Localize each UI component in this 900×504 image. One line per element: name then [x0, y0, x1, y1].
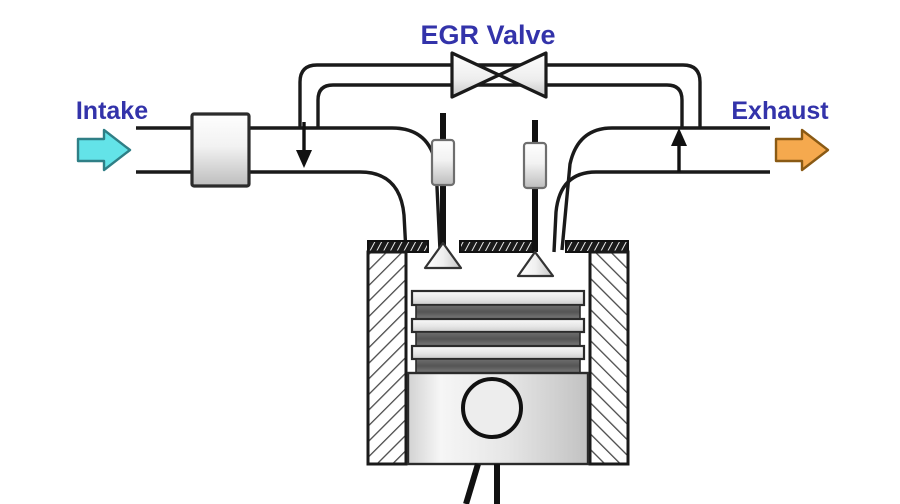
exhaust-label: Exhaust	[731, 97, 829, 125]
egr-recirculation-pipe	[298, 63, 702, 128]
head-gasket-right	[565, 240, 629, 253]
piston-crown	[410, 289, 586, 307]
egr-valve-left-triangle	[450, 51, 501, 99]
exhaust-duct	[552, 126, 770, 253]
piston-ring-3	[415, 358, 581, 374]
egr-pipe-outer-line	[298, 63, 702, 128]
exhaust-valve-head	[516, 250, 555, 278]
egr-up-arrow-head	[671, 128, 687, 146]
exhaust-runner-upper	[560, 126, 682, 251]
head-gasket-left	[367, 240, 429, 253]
intake-valve-head	[423, 241, 463, 270]
intake-flow-arrow	[76, 128, 132, 172]
connecting-rod	[463, 463, 500, 504]
exhaust-poppet-valve[interactable]	[516, 120, 555, 278]
piston-ring-1	[415, 304, 581, 320]
piston-ring-2	[415, 331, 581, 347]
exhaust-flow-arrow	[774, 128, 830, 172]
connecting-rod-left-edge	[463, 463, 481, 504]
head-gasket-middle	[459, 240, 536, 253]
intake-runner-lower	[318, 170, 408, 253]
egr-pipe-inner-line	[316, 83, 684, 128]
intake-poppet-valve[interactable]	[423, 113, 463, 270]
egr-valve-bowtie[interactable]	[450, 51, 548, 99]
piston-land-3	[410, 344, 586, 361]
egr-valve-label: EGR Valve	[420, 20, 555, 50]
wrist-pin-circle	[461, 377, 523, 439]
egr-down-arrow-head	[296, 150, 312, 168]
cylinder-wall-right	[588, 250, 630, 466]
egr-up-arrow	[671, 128, 687, 172]
egr-down-arrow	[296, 122, 312, 168]
cylinder-wall-left	[366, 250, 408, 466]
egr-valve-right-triangle	[497, 51, 548, 99]
intake-label: Intake	[76, 97, 148, 125]
exhaust-valve-guide	[522, 141, 548, 190]
exhaust-runner-lower	[552, 170, 597, 253]
head-gasket-strip	[367, 240, 629, 253]
piston-land-2	[410, 317, 586, 334]
throttle-body-box[interactable]	[190, 112, 251, 188]
intake-valve-guide	[430, 138, 456, 187]
